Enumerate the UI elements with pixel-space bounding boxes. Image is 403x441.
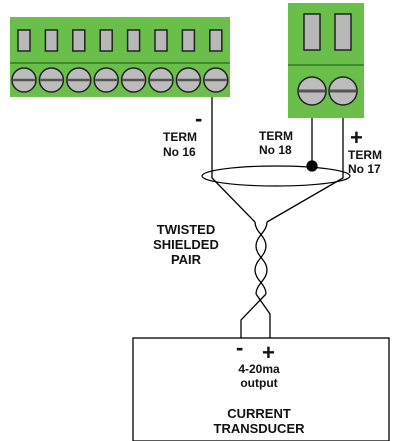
terminal-screw <box>120 67 147 93</box>
terminal-block-right-screws <box>297 76 358 106</box>
terminal-slot <box>154 29 168 52</box>
terminal-slot <box>303 13 321 51</box>
term18-label-line1: TERM <box>259 129 293 143</box>
terminal-screw <box>148 67 174 93</box>
twisted-pair-label-line3: PAIR <box>171 252 202 267</box>
transducer-plus-sign: + <box>262 340 275 365</box>
terminal-slot <box>44 29 59 52</box>
term16-sign: - <box>195 106 202 131</box>
twisted-pair-label-line2: SHIELDED <box>153 237 219 252</box>
twisted-pair-strand-a <box>254 221 267 295</box>
wire-positive-lower <box>255 293 271 338</box>
terminal-slot <box>126 29 141 52</box>
terminal-screw <box>297 76 327 106</box>
terminal-slot <box>99 29 113 52</box>
terminal-slot <box>72 29 86 52</box>
term16-label-line2: No 16 <box>163 145 196 159</box>
terminal-screw <box>93 67 119 93</box>
terminal-slot <box>209 29 223 52</box>
term17-label-line1: TERM <box>348 148 382 162</box>
shield-ellipse <box>201 165 351 187</box>
term17-sign: + <box>350 125 363 150</box>
term18-label-line2: No 18 <box>259 143 292 157</box>
output-label-line2: output <box>240 376 277 390</box>
terminal-block-right <box>288 3 364 118</box>
wire-negative-upper <box>211 97 256 223</box>
output-label-line1: 4-20ma <box>238 362 280 376</box>
shield-junction-dot <box>306 160 318 172</box>
terminal-slot <box>17 29 31 52</box>
terminal-screw <box>66 67 92 93</box>
current-transducer-box <box>132 337 390 441</box>
twisted-pair-strand-b <box>255 221 268 295</box>
term16-label-line1: TERM <box>163 130 197 144</box>
terminal-slot <box>181 29 196 52</box>
terminal-screw <box>38 67 65 93</box>
terminal-screw <box>328 76 358 106</box>
terminal-block-left <box>10 17 230 97</box>
transducer-minus-sign: - <box>236 335 243 360</box>
term17-label-line2: No 17 <box>348 162 381 176</box>
wires <box>211 97 344 338</box>
terminal-block-right-slots <box>303 13 352 51</box>
twisted-pair-label-line1: TWISTED <box>157 222 216 237</box>
wire-negative-lower <box>240 293 267 338</box>
terminal-screw <box>175 67 202 93</box>
wire-positive-upper <box>266 118 344 223</box>
terminal-slot <box>334 13 352 51</box>
terminal-screw <box>11 67 37 93</box>
transducer-label-line2: TRANSDUCER <box>214 421 306 436</box>
terminal-block-left-slots <box>17 29 223 52</box>
terminal-screw <box>203 67 229 93</box>
terminal-block-left-screws <box>11 67 229 93</box>
transducer-label-line1: CURRENT <box>227 406 291 421</box>
